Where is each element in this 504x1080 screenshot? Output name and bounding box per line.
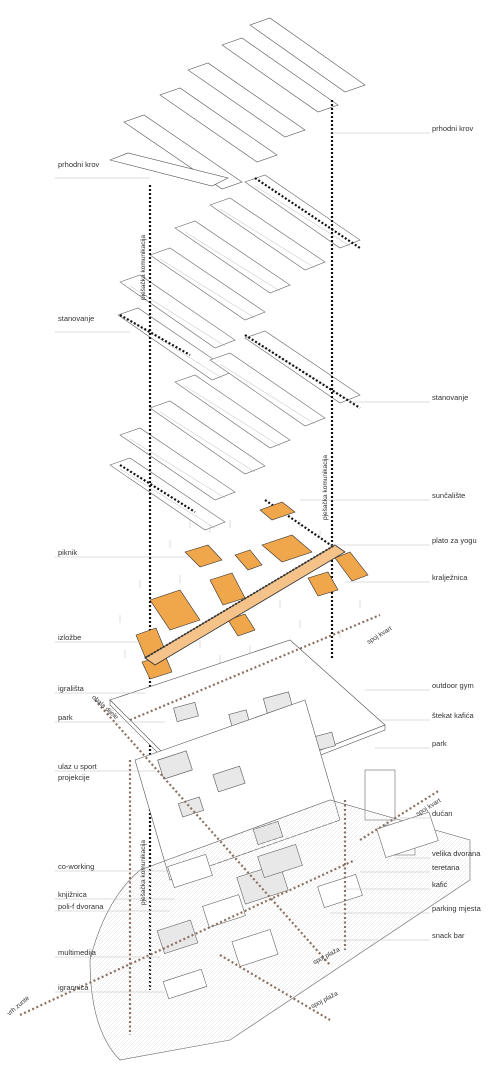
label-projekcije: projekcije	[58, 773, 90, 782]
leader-lines	[55, 132, 430, 993]
label-ducan: dućan	[432, 809, 453, 818]
connection-lines	[19, 613, 441, 1035]
label-pjesacka-komunikacija-bottom: pješačka komunikacija	[140, 839, 147, 905]
label-park-left: park	[58, 713, 73, 722]
label-stekat-kafica: štekat kafića	[432, 711, 474, 720]
label-poli-f-dvorana: poli-f dvorana	[58, 902, 104, 911]
label-velika-dvorana: velika dvorana	[432, 849, 481, 858]
label-kraljeznica: kralježnica	[432, 573, 468, 582]
label-pjesacka-komunikacija-left: pješačka komunikacija	[140, 234, 147, 300]
label-multimedija: multimedija	[58, 948, 96, 957]
platform-level	[135, 501, 369, 680]
label-co-working: co-working	[58, 862, 95, 871]
label-snack-bar: snack bar	[432, 931, 465, 940]
label-park-right: park	[432, 739, 447, 748]
label-izlozbe: izložbe	[58, 633, 82, 642]
label-kafic: kafić	[432, 880, 448, 889]
label-parking-mjesta: parking mjesta	[432, 904, 481, 913]
grass-ticks	[119, 520, 361, 663]
label-suncaliste: sunčalište	[432, 491, 466, 500]
label-igraonica: igraonica	[58, 983, 89, 992]
label-prhodni-krov-right: prhodni krov	[432, 124, 474, 133]
label-pjesacka-komunikacija-right: pješačka komunikacija	[322, 454, 329, 520]
label-teretana: teretana	[432, 863, 460, 872]
roof-slabs	[109, 17, 366, 190]
label-stanovanje-right: stanovanje	[432, 393, 469, 402]
label-plato-za-yogu: plato za yogu	[432, 536, 477, 545]
label-prhodni-krov-left: prhodni krov	[58, 160, 100, 169]
label-outdoor-gym: outdoor gym	[432, 681, 474, 690]
vertical-communication	[119, 100, 361, 990]
label-stanovanje-left: stanovanje	[58, 314, 95, 323]
label-piknik: piknik	[58, 548, 78, 557]
ground-level	[89, 799, 471, 1061]
label-knjiznica: knjižnica	[58, 890, 87, 899]
housing-hatch	[119, 185, 351, 529]
spine-kraljeznica	[144, 544, 346, 666]
label-ulaz-u-sport: ulaz u sport	[58, 762, 97, 771]
label-igralista: igrališta	[58, 684, 84, 693]
